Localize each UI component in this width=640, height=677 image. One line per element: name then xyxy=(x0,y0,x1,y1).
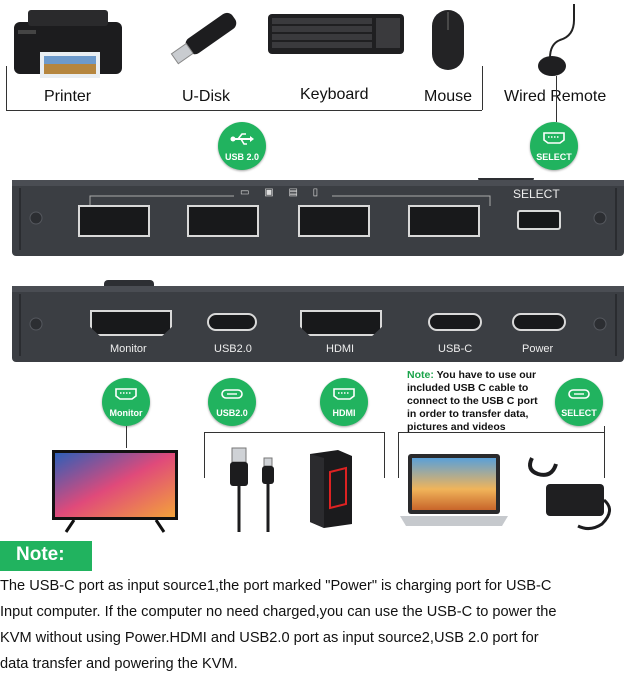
badge-label: USB2.0 xyxy=(216,408,248,418)
usb-port-2 xyxy=(187,205,259,237)
usbc-note-prefix: Note: xyxy=(407,369,434,381)
port-label-hdmi: HDMI xyxy=(326,343,355,355)
badge-label: SELECT xyxy=(536,152,572,162)
usb-icon xyxy=(230,133,254,145)
source1-connector-left xyxy=(398,432,399,478)
monitor-image xyxy=(50,448,180,534)
monitor-connector xyxy=(126,426,127,448)
hdmi-icon xyxy=(115,388,137,400)
source2-connector-top xyxy=(204,432,384,433)
port-label-power: Power xyxy=(522,343,554,355)
usbc-icon xyxy=(568,389,590,399)
select-port-label: SELECT xyxy=(513,187,560,201)
top-right-connector xyxy=(482,66,483,110)
top-bottom-connector xyxy=(6,110,482,111)
badge-label: SELECT xyxy=(561,408,597,418)
note-title: Note: xyxy=(16,544,65,565)
top-left-connector xyxy=(6,66,7,110)
usbc-port-power xyxy=(512,313,566,331)
hdmi-badge: HDMI xyxy=(320,378,368,426)
keyboard-image xyxy=(266,10,406,58)
usb20-badge-top: USB 2.0 xyxy=(218,122,266,170)
mouse-label: Mouse xyxy=(424,88,473,105)
badge-label: HDMI xyxy=(332,408,356,418)
laptop-image xyxy=(398,452,510,530)
source2-connector-left xyxy=(204,432,205,478)
hdmi-input-port xyxy=(300,310,382,336)
mouse-image xyxy=(430,8,466,72)
wired-remote-label: Wired Remote xyxy=(504,88,607,105)
pc-tower-image xyxy=(306,448,356,528)
note-line-4: data transfer and powering the KVM. xyxy=(0,656,238,672)
hdmi-monitor-port xyxy=(90,310,172,336)
note-banner: Note: xyxy=(0,541,92,571)
port-label-monitor: Monitor xyxy=(110,343,147,355)
remote-connector xyxy=(556,76,557,122)
port-label-usbc: USB-C xyxy=(438,343,473,355)
usb20-badge-bottom: USB2.0 xyxy=(208,378,256,426)
source1-connector-right xyxy=(604,426,605,478)
wired-remote-image xyxy=(530,2,590,82)
usb-port-1 xyxy=(78,205,150,237)
select-port xyxy=(517,210,561,230)
usbc-cable-note: Note: You have to use our included USB C… xyxy=(407,369,543,434)
udisk-image xyxy=(160,8,252,66)
udisk-label: U-Disk xyxy=(182,88,230,105)
printer-image xyxy=(8,4,128,86)
hdmi-icon xyxy=(333,388,355,400)
source1-connector-top xyxy=(398,432,604,433)
usbc-icon xyxy=(221,389,243,399)
keyboard-label: Keyboard xyxy=(300,86,369,103)
badge-label: USB 2.0 xyxy=(224,152,259,162)
source2-connector-right xyxy=(384,432,385,478)
note-line-1: The USB-C port as input source1,the port… xyxy=(0,578,552,594)
device-icons-strip: ▭ ▣ ▤ ▯ xyxy=(240,187,325,198)
usbc-port-usb20 xyxy=(207,313,257,331)
note-line-2: Input computer. If the computer no need … xyxy=(0,604,557,620)
badge-label: Monitor xyxy=(109,408,143,418)
printer-label: Printer xyxy=(44,88,92,105)
usb-port-4 xyxy=(408,205,480,237)
usb-cable-image xyxy=(226,446,280,534)
select-badge-bottom: SELECT xyxy=(555,378,603,426)
usbc-note-text: You have to use our included USB C cable… xyxy=(407,369,538,433)
mini-hdmi-icon xyxy=(543,132,565,144)
select-badge-top: SELECT xyxy=(530,122,578,170)
port-label-usb20: USB2.0 xyxy=(214,343,252,355)
note-line-3: KVM without using Power.HDMI and USB2.0 … xyxy=(0,630,539,646)
power-adapter-image xyxy=(522,450,618,534)
usbc-port-input xyxy=(428,313,482,331)
monitor-badge: Monitor xyxy=(102,378,150,426)
usb-port-3 xyxy=(298,205,370,237)
